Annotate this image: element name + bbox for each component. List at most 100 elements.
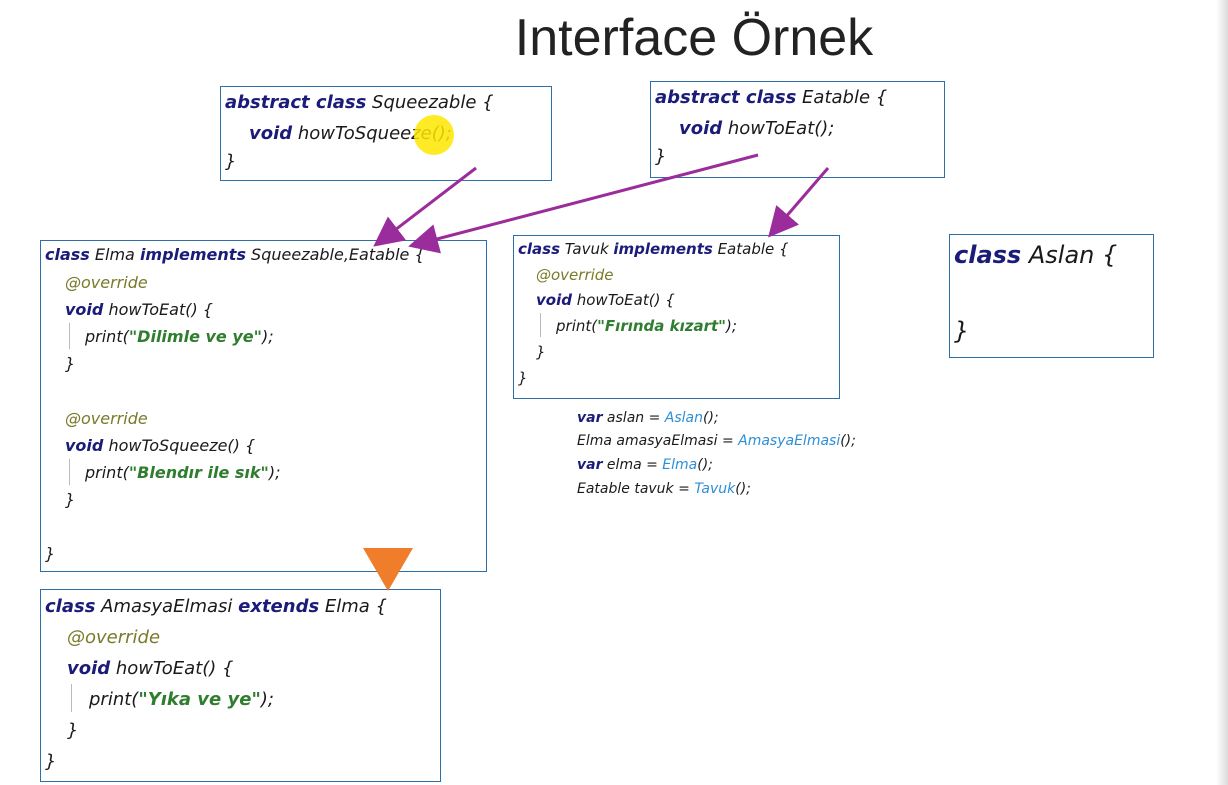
method-close-brace: } xyxy=(65,354,76,373)
print-call: print( xyxy=(89,689,139,710)
string-literal: "Blendır ile sık" xyxy=(128,463,269,482)
call-end: (); xyxy=(735,481,751,497)
keyword: class xyxy=(518,240,561,258)
string-literal: "Yıka ve ye" xyxy=(138,689,261,710)
keyword: abstract class xyxy=(655,87,797,108)
string-literal: "Dilimle ve ye" xyxy=(128,327,262,346)
method-signature: howToEat() { xyxy=(103,300,213,319)
keyword: abstract class xyxy=(225,92,367,113)
arrow-eatable-to-elma xyxy=(408,153,759,254)
keyword: void xyxy=(249,123,293,144)
class-name: AmasyaElmasi xyxy=(95,596,239,617)
superclass: Elma { xyxy=(319,596,388,617)
keyword: class xyxy=(954,241,1022,269)
constructor-call: AmasyaElmasi xyxy=(738,433,841,449)
class-name: Squeezable { xyxy=(366,92,494,113)
keyword: void xyxy=(679,118,723,139)
method-close-brace: } xyxy=(65,490,76,509)
declaration: aslan = xyxy=(602,410,665,426)
class-name: Aslan { xyxy=(1021,241,1118,269)
method-signature: howToEat(); xyxy=(722,118,835,139)
override-annotation: @override xyxy=(536,266,614,284)
usage-line-3: var elma = Elma(); xyxy=(577,457,713,473)
declaration: Eatable tavuk = xyxy=(577,481,695,497)
print-end: ); xyxy=(260,689,274,710)
keyword: class xyxy=(45,245,90,264)
keyword: void xyxy=(65,436,104,455)
aslan-header: class Aslan { xyxy=(954,243,1117,267)
elma-method-howtoeat: void howToEat() { xyxy=(65,302,213,318)
tavuk-print: print("Fırında kızart"); xyxy=(556,319,737,334)
string-literal: "Fırında kızart" xyxy=(597,317,726,335)
class-close-brace: } xyxy=(45,751,57,772)
constructor-call: Elma xyxy=(662,457,698,473)
usage-line-4: Eatable tavuk = Tavuk(); xyxy=(577,481,751,497)
override-annotation: @override xyxy=(65,273,148,292)
amasya-header: class AmasyaElmasi extends Elma { xyxy=(45,598,387,616)
constructor-call: Tavuk xyxy=(694,481,736,497)
squeezable-line-1: abstract class Squeezable { xyxy=(225,94,494,112)
interfaces: Squeezable,Eatable { xyxy=(245,245,425,264)
declaration: elma = xyxy=(602,457,663,473)
cursor-highlight-icon xyxy=(414,115,454,155)
eatable-class-box: abstract class Eatable { void howToEat()… xyxy=(650,81,945,178)
slide-title: Interface Örnek xyxy=(514,9,874,67)
class-name: Eatable { xyxy=(796,87,888,108)
usage-line-1: var aslan = Aslan(); xyxy=(577,410,719,426)
class-close-brace: } xyxy=(954,317,970,345)
elma-print-2: print("Blendır ile sık"); xyxy=(85,465,281,481)
elma-header: class Elma implements Squeezable,Eatable… xyxy=(45,247,425,263)
print-call: print( xyxy=(556,317,598,335)
print-end: ); xyxy=(261,327,274,346)
amasya-method-howtoeat: void howToEat() { xyxy=(67,660,233,678)
call-end: (); xyxy=(703,410,719,426)
amasya-class-box: class AmasyaElmasi extends Elma { @overr… xyxy=(40,589,441,782)
squeezable-close-brace: } xyxy=(225,151,237,172)
call-end: (); xyxy=(697,457,713,473)
arrow-squeezable-to-elma xyxy=(373,166,477,247)
aslan-class-box: class Aslan { } xyxy=(949,234,1154,358)
usage-line-2: Elma amasyaElmasi = AmasyaElmasi(); xyxy=(577,433,856,449)
indent-guide xyxy=(69,323,70,349)
keyword: var xyxy=(577,410,603,426)
down-triangle-marker-icon xyxy=(363,548,413,591)
squeezable-class-box: abstract class Squeezable { void howToSq… xyxy=(220,86,552,181)
elma-class-box: class Elma implements Squeezable,Eatable… xyxy=(40,240,487,572)
method-signature: howToSqueeze(); xyxy=(292,123,452,144)
elma-method-howtosqueeze: void howToSqueeze() { xyxy=(65,438,255,454)
keyword: void xyxy=(65,300,104,319)
interfaces: Eatable { xyxy=(712,240,789,258)
tavuk-header: class Tavuk implements Eatable { xyxy=(518,242,789,257)
arrow-eatable-to-tavuk xyxy=(768,167,830,238)
class-name: Elma xyxy=(89,245,140,264)
class-close-brace: } xyxy=(518,369,528,387)
print-end: ); xyxy=(725,317,737,335)
method-signature: howToSqueeze() { xyxy=(103,436,256,455)
class-close-brace: } xyxy=(45,544,56,563)
indent-guide xyxy=(69,459,70,485)
override-annotation: @override xyxy=(65,409,148,428)
eatable-line-2: void howToEat(); xyxy=(679,120,834,138)
eatable-line-1: abstract class Eatable { xyxy=(655,89,887,107)
keyword: extends xyxy=(238,596,320,617)
declaration: Elma amasyaElmasi = xyxy=(577,433,739,449)
indent-guide xyxy=(540,313,541,337)
tavuk-method-howtoeat: void howToEat() { xyxy=(536,293,675,308)
keyword: implements xyxy=(139,245,246,264)
eatable-close-brace: } xyxy=(655,146,667,167)
keyword: var xyxy=(577,457,603,473)
method-signature: howToEat() { xyxy=(571,291,675,309)
print-call: print( xyxy=(85,463,129,482)
squeezable-line-2: void howToSqueeze(); xyxy=(249,125,452,143)
keyword: void xyxy=(536,291,572,309)
tavuk-class-box: class Tavuk implements Eatable { @overri… xyxy=(513,235,840,399)
print-end: ); xyxy=(268,463,281,482)
method-signature: howToEat() { xyxy=(110,658,234,679)
method-close-brace: } xyxy=(67,720,79,741)
keyword: class xyxy=(45,596,96,617)
elma-print-1: print("Dilimle ve ye"); xyxy=(85,329,274,345)
constructor-call: Aslan xyxy=(664,410,703,426)
indent-guide xyxy=(71,684,72,712)
keyword: void xyxy=(67,658,111,679)
